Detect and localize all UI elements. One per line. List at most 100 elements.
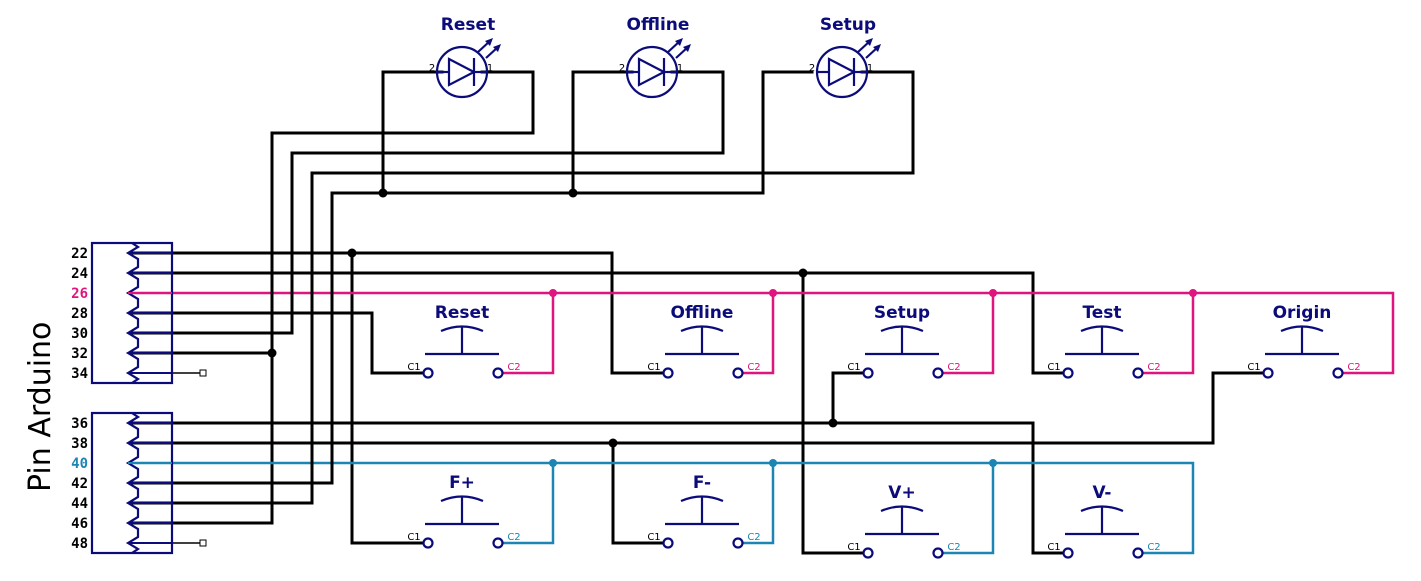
button-cap bbox=[440, 325, 484, 333]
pin-label-46: 46 bbox=[71, 516, 88, 532]
terminal-c1-label: C1 bbox=[407, 532, 420, 543]
terminal-c1 bbox=[1062, 547, 1074, 559]
wire-pin-42 bbox=[128, 70, 814, 485]
light-arrowhead-icon bbox=[493, 44, 501, 52]
led-pin-label: 1 bbox=[677, 63, 683, 74]
led-label: Setup bbox=[820, 15, 876, 35]
wire-bus-vplus-c2 bbox=[942, 463, 995, 555]
wire-pin-30 bbox=[128, 70, 725, 335]
led-pin-label: 2 bbox=[809, 63, 815, 74]
wire-pin-22 bbox=[128, 251, 664, 375]
button-cap bbox=[1080, 505, 1124, 513]
button-label: V- bbox=[1093, 483, 1112, 503]
terminal-c1 bbox=[422, 367, 434, 379]
terminal-c2-label: C2 bbox=[507, 362, 520, 373]
button-label: Reset bbox=[435, 303, 489, 323]
terminal-c2-label: C2 bbox=[1347, 362, 1360, 373]
pin-label-30: 30 bbox=[71, 326, 88, 342]
pin-label-44: 44 bbox=[71, 496, 88, 512]
button-cap bbox=[440, 495, 484, 503]
wire-pin-44 bbox=[128, 70, 915, 505]
led-pin-label: 2 bbox=[429, 63, 435, 74]
button-cap bbox=[880, 505, 924, 513]
led-setup: Setup 2 1 bbox=[809, 15, 881, 99]
button-label: Origin bbox=[1273, 303, 1332, 323]
button-cap bbox=[680, 495, 724, 503]
terminal-c2-label: C2 bbox=[1147, 362, 1160, 373]
terminal-c1 bbox=[662, 367, 674, 379]
junction-dot bbox=[989, 289, 997, 297]
pin-label-28: 28 bbox=[71, 306, 88, 322]
wire-pin-26-bus bbox=[130, 291, 1395, 375]
button-cap bbox=[680, 325, 724, 333]
terminal-c2 bbox=[492, 537, 504, 549]
terminal-c1 bbox=[1062, 367, 1074, 379]
led-label: Reset bbox=[441, 15, 495, 35]
junction-dot bbox=[378, 188, 388, 198]
light-arrowhead-icon bbox=[485, 38, 493, 46]
terminal-c2 bbox=[932, 547, 944, 559]
wire-pin-38-branch bbox=[611, 441, 664, 545]
terminal-c2-label: C2 bbox=[947, 362, 960, 373]
button-cap bbox=[1280, 325, 1324, 333]
terminal-c1-label: C1 bbox=[1047, 362, 1060, 373]
diode-triangle-icon bbox=[447, 57, 477, 87]
led-pin-label: 2 bbox=[619, 63, 625, 74]
terminal-c1 bbox=[662, 537, 674, 549]
led-pin-label: 1 bbox=[867, 63, 873, 74]
terminal-c1-label: C1 bbox=[847, 542, 860, 553]
wire-pin-36 bbox=[128, 421, 1064, 555]
diode-triangle-icon bbox=[637, 57, 667, 87]
junction-dot bbox=[568, 188, 578, 198]
light-arrowhead-icon bbox=[865, 38, 873, 46]
pin-label-42: 42 bbox=[71, 476, 88, 492]
wire-bus-offline-c2 bbox=[742, 293, 775, 375]
junction-dot bbox=[828, 418, 838, 428]
junctions bbox=[267, 188, 1197, 467]
terminal-c1 bbox=[422, 537, 434, 549]
wire-pin-38 bbox=[128, 371, 1264, 445]
terminal-c2-label: C2 bbox=[1147, 542, 1160, 553]
wire-bus-fminus-c2 bbox=[742, 463, 775, 545]
wire-pin-22-branch bbox=[350, 251, 424, 545]
wire-pin-24-branch bbox=[801, 271, 864, 555]
pin-label-48: 48 bbox=[71, 536, 88, 552]
no-connect-pin-48 bbox=[199, 539, 207, 547]
no-connect-pin-34 bbox=[199, 369, 207, 377]
button-label: Offline bbox=[671, 303, 734, 323]
terminal-c1 bbox=[862, 367, 874, 379]
terminal-c2 bbox=[1132, 367, 1144, 379]
terminal-c2 bbox=[492, 367, 504, 379]
wire-pin-28 bbox=[128, 311, 424, 375]
terminal-c2-label: C2 bbox=[747, 362, 760, 373]
junction-dot bbox=[549, 289, 557, 297]
wire-bus-test-c2 bbox=[1142, 293, 1195, 375]
junction-dot bbox=[769, 289, 777, 297]
diagram-title: Pin Arduino bbox=[23, 322, 58, 492]
terminal-c1-label: C1 bbox=[407, 362, 420, 373]
junction-dot bbox=[798, 268, 808, 278]
wire-bus-fplus-c2 bbox=[502, 463, 555, 545]
diode-triangle-icon bbox=[827, 57, 857, 87]
pin-label-22: 22 bbox=[71, 246, 88, 262]
button-label: Test bbox=[1082, 303, 1121, 323]
junction-dot bbox=[549, 459, 557, 467]
wire-bus-reset-c2 bbox=[502, 293, 555, 375]
junction-dot bbox=[769, 459, 777, 467]
terminal-c1-label: C1 bbox=[647, 532, 660, 543]
pin-label-38: 38 bbox=[71, 436, 88, 452]
light-arrowhead-icon bbox=[675, 38, 683, 46]
terminal-c1 bbox=[1262, 367, 1274, 379]
wire-bus-setup-c2 bbox=[942, 293, 995, 375]
junction-dot bbox=[1189, 289, 1197, 297]
